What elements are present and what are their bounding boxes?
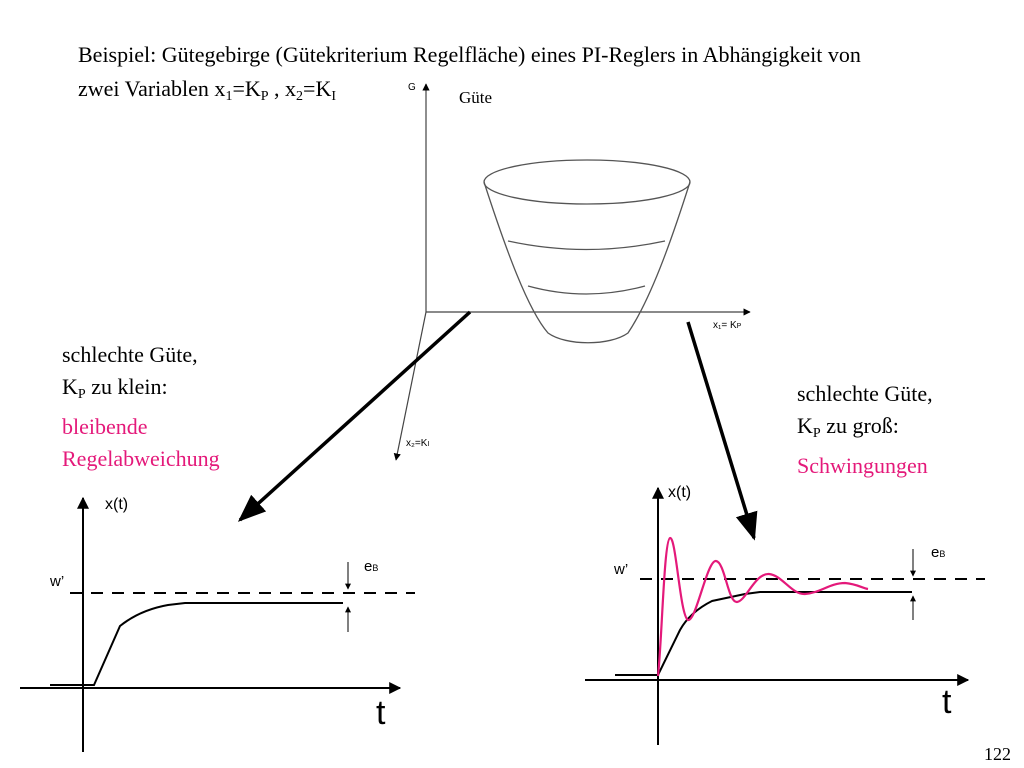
left-plot-xlabel: t: [376, 694, 386, 732]
x2-label-sub: I: [427, 441, 430, 448]
slide-title: Beispiel: Gütegebirge (Gütekriterium Reg…: [78, 38, 861, 114]
left-case-line-2-rest: zu klein:: [85, 374, 168, 399]
bowl-contour-2: [527, 285, 646, 295]
left-error-sub: B: [372, 563, 379, 573]
title-line-1: Beispiel: Gütegebirge (Gütekriterium Reg…: [78, 42, 861, 67]
right-case-line-1: schlechte Güte,: [797, 381, 933, 406]
left-plot-ylabel: x(t): [105, 496, 129, 513]
left-case-line-2: KP zu klein:: [62, 371, 220, 411]
right-error-sub: B: [939, 549, 946, 559]
right-case-k-sub: P: [812, 426, 821, 441]
bowl-rim: [483, 159, 691, 205]
title-line-2-c: , x: [268, 76, 297, 101]
right-plot-xlabel: t: [942, 683, 952, 721]
right-case-line-2: KP zu groß:: [797, 410, 933, 450]
quality-bowl: [483, 159, 691, 344]
guete-label: Güte: [459, 88, 493, 107]
left-case-line-4: Regelabweichung: [62, 446, 220, 471]
arrow-to-left-plot: [237, 310, 472, 522]
title-line-2-a: zwei Variablen x: [78, 76, 226, 101]
surface-axes: [393, 83, 751, 461]
title-sub-4: I: [331, 89, 336, 104]
title-line-2: zwei Variablen x1=KP , x2=KI: [78, 72, 861, 114]
right-case-k: K: [797, 413, 813, 438]
title-line-2-d: =K: [303, 76, 332, 101]
title-sub-1: 1: [225, 89, 233, 104]
left-plot: [20, 496, 415, 752]
left-case-k: K: [62, 374, 78, 399]
g-axis-label: G: [408, 82, 416, 93]
title-line-2-b: =K: [232, 76, 261, 101]
bowl-outline: [483, 181, 691, 344]
right-case-line-2-rest: zu groß:: [820, 413, 899, 438]
left-case-text: schlechte Güte, KP zu klein: bleibende R…: [62, 339, 220, 475]
right-oscillation-curve: [656, 536, 869, 677]
right-case-text: schlechte Güte, KP zu groß: Schwingungen: [797, 378, 933, 482]
x2-axis-label: x₂=KI: [406, 438, 429, 449]
left-error-e: e: [364, 558, 373, 575]
right-error-e: e: [931, 544, 940, 561]
left-case-k-sub: P: [77, 387, 86, 402]
left-plot-setpoint-label: w’: [50, 573, 65, 590]
bowl-contour-1: [507, 240, 666, 251]
x2-axis: [393, 311, 427, 461]
x1-label-text: x₁= K: [713, 320, 737, 331]
title-sub-2: P: [260, 89, 269, 104]
right-plot-ylabel: x(t): [668, 484, 692, 501]
right-plot-error-label: eB: [931, 544, 945, 561]
title-sub-3: 2: [296, 89, 304, 104]
left-response-curve: [50, 602, 343, 686]
right-case-line-3: Schwingungen: [797, 453, 928, 478]
page-number: 122: [984, 744, 1011, 764]
right-plot: [585, 486, 985, 745]
arrow-to-right-plot: [686, 321, 758, 541]
x2-label-text: x₂=K: [406, 438, 428, 449]
x1-label-sub: P: [736, 323, 742, 330]
left-plot-error-label: eB: [364, 558, 378, 575]
x1-axis-label: x₁= KP: [713, 320, 741, 331]
left-case-line-1: schlechte Güte,: [62, 342, 198, 367]
left-case-line-3: bleibende: [62, 414, 148, 439]
right-plot-setpoint-label: w’: [614, 561, 629, 578]
